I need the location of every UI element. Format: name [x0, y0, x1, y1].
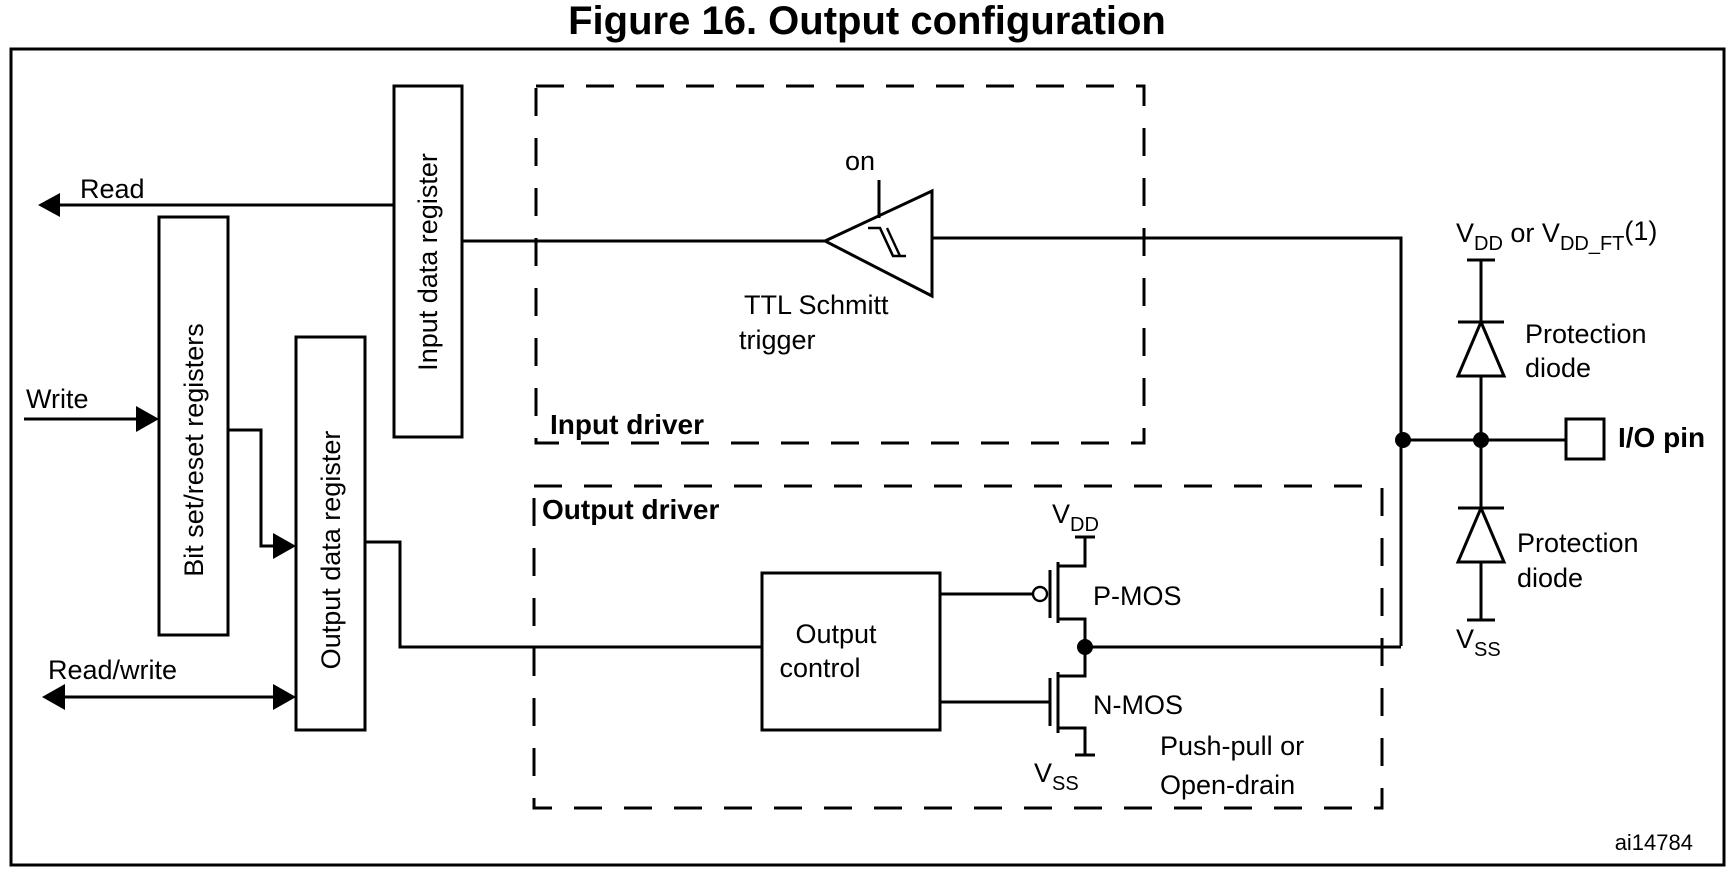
nmos-transistor: N-MOS VSS	[940, 647, 1183, 795]
read-signal: Read	[38, 174, 394, 217]
inversion-bubble-icon	[1031, 585, 1049, 603]
ground-label: VSS	[1456, 624, 1501, 661]
bit-set-reset-label: Bit set/reset registers	[179, 323, 209, 577]
diode-bottom-label-line2: diode	[1517, 563, 1583, 593]
vss-label: VSS	[1034, 758, 1079, 795]
arrow-right-icon	[273, 533, 296, 559]
figure-title: Figure 16. Output configuration	[568, 0, 1166, 43]
bsrr-to-odr-wire	[228, 428, 296, 559]
output-control-line1: Output	[795, 619, 877, 649]
push-pull-label: Push-pull or	[1160, 731, 1304, 761]
schmitt-enable-label: on	[845, 146, 875, 176]
read-label: Read	[80, 174, 145, 204]
input-data-register: Input data register	[392, 84, 464, 439]
write-label: Write	[26, 384, 89, 414]
schmitt-trigger: on TTL Schmitt trigger	[739, 146, 934, 355]
arrow-left-icon	[42, 684, 65, 710]
supply-label: VDD or VDD_FT(1)	[1456, 216, 1657, 255]
output-control-block: Output control	[760, 571, 942, 732]
io-pin-label: I/O pin	[1618, 422, 1705, 453]
diode-top-label-line1: Protection	[1525, 319, 1647, 349]
diode-icon	[1455, 504, 1507, 564]
input-driver-label: Input driver	[550, 409, 704, 440]
diode-top-label-line2: diode	[1525, 353, 1591, 383]
open-drain-label: Open-drain	[1160, 770, 1295, 800]
pin-bus-wire	[932, 236, 1403, 646]
arrow-right-icon	[273, 684, 296, 710]
output-data-register-label: Output data register	[316, 431, 346, 670]
input-data-register-label: Input data register	[413, 153, 443, 371]
pmos-transistor: P-MOS VDD	[940, 499, 1182, 646]
odr-to-control-wire	[365, 540, 762, 649]
read-write-label: Read/write	[48, 655, 177, 685]
arrow-right-icon	[136, 406, 159, 432]
output-driver-label: Output driver	[542, 494, 719, 525]
bit-set-reset-registers: Bit set/reset registers	[157, 215, 230, 637]
read-write-signal: Read/write	[42, 655, 296, 710]
vdd-label: VDD	[1052, 499, 1099, 536]
diode-bottom-label-line1: Protection	[1517, 528, 1639, 558]
schmitt-label-line1: TTL Schmitt	[744, 290, 889, 320]
io-pin-pad	[1564, 417, 1606, 461]
figure-id: ai14784	[1615, 830, 1693, 855]
schmitt-label-line2: trigger	[739, 325, 816, 355]
nmos-label: N-MOS	[1093, 690, 1183, 720]
write-signal: Write	[24, 384, 159, 432]
input-driver-box	[534, 84, 1146, 445]
output-control-line2: control	[779, 653, 860, 683]
arrow-left-icon	[38, 193, 60, 217]
diode-icon	[1455, 318, 1507, 378]
pmos-label: P-MOS	[1093, 581, 1182, 611]
protection-diode-bottom: VSS Protection diode	[1455, 440, 1639, 661]
output-data-register: Output data register	[294, 335, 367, 732]
protection-diode-top: VDD or VDD_FT(1) Protection diode	[1455, 216, 1657, 440]
figure-frame	[9, 47, 1726, 867]
